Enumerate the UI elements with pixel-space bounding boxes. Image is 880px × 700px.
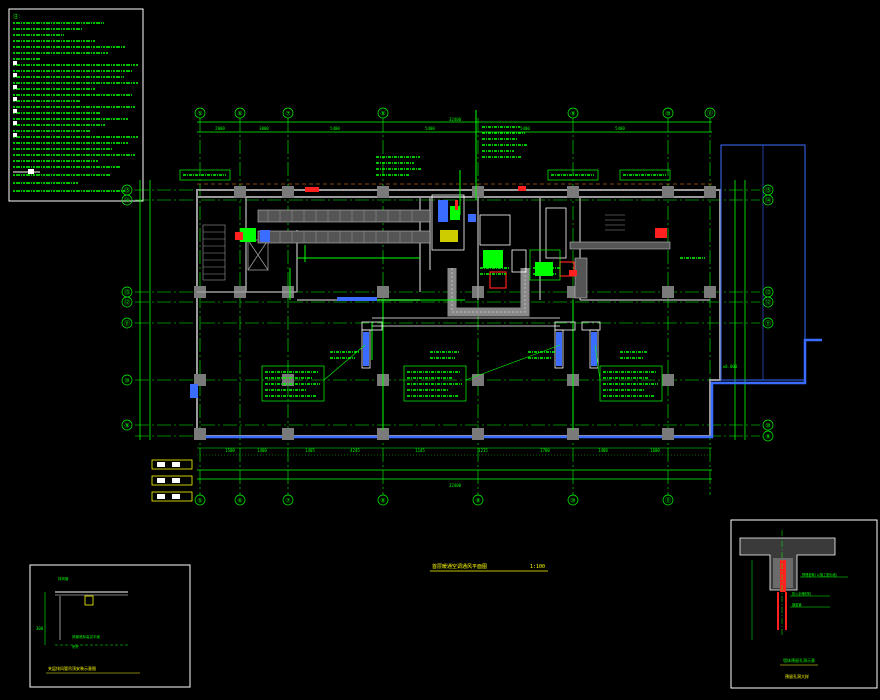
dim-text: 1215 (478, 448, 488, 453)
grid-bubbles-left: ⑮ ⑭ ⑬ ⑫ ⑪ ⑩ ⑨ (121, 184, 133, 431)
grid-label: ⑭ (765, 197, 771, 205)
equipment-room (235, 194, 667, 289)
drawing-scale: 1:100 (530, 564, 545, 570)
dim-text: 1405 (305, 448, 315, 453)
grid-label: ⑤ (197, 111, 202, 118)
grid-label: ⑪ (707, 110, 713, 118)
grid-label: ⑨ (124, 423, 129, 430)
grid-label: ⑨ (570, 111, 575, 118)
detail-right: 预埋套管(以施工图为准) 防火封堵材料 钢套管 墙体预留孔洞示意 预留孔洞大样 (730, 519, 878, 689)
detail-note: 预埋套管(以施工图为准) (802, 572, 838, 577)
dim-text: 3000 (259, 126, 269, 131)
drawing-title: 首层暖通空调通风平面图 (432, 563, 487, 570)
detail-left: 300 排风管 风管底标高见平面 吊杆 夹层排风管吊顶安装示意图 (29, 564, 191, 688)
dim-text: 1145 (415, 448, 425, 453)
dim-text: 1600 (650, 448, 660, 453)
grid-label: ⑬ (765, 289, 771, 297)
grid-label: ⑥ (237, 111, 242, 118)
dim-text: 1400 (598, 448, 608, 453)
exhaust-duct-upper (257, 209, 431, 244)
overall-dim-bottom: 32400 (449, 483, 462, 488)
overall-dim: 32400 (449, 117, 462, 122)
grid-label: ⑧ (380, 498, 385, 505)
elevation-note: ±0.000 (723, 364, 738, 369)
dim-text: 5400 (425, 126, 435, 131)
grid-bubbles-right: ⑮ ⑭ ⑬ ⑫ ⑪ ⑩ ⑨ (762, 184, 774, 442)
grid-label: ⑮ (765, 187, 771, 195)
grid-label: ⑩ (765, 423, 770, 430)
detail-left-title: 夹层排风管吊顶安装示意图 (48, 665, 96, 671)
detail-right-title: 墙体预留孔洞示意 (783, 657, 815, 663)
grid-label: ⑦ (285, 498, 290, 505)
grid-label: ⑮ (124, 187, 130, 195)
grid-label: ⑪ (765, 320, 771, 328)
grid-label: ⑫ (124, 299, 130, 307)
detail-note: 吊杆 (72, 644, 79, 649)
grid-label: ⑪ (665, 497, 671, 505)
grid-label: ⑫ (765, 299, 771, 307)
detail-note: 风管底标高见平面 (72, 634, 100, 639)
grid-label: ⑤ (197, 498, 202, 505)
grid-label: ⑩ (665, 111, 670, 118)
dim-text: 1400 (257, 448, 267, 453)
grid-bubbles-bottom: ⑤ ⑥ ⑦ ⑧ ⑨ ⑩ ⑪ (194, 494, 674, 506)
dim-text: 2000 (215, 126, 225, 131)
legend-swatches (151, 459, 193, 502)
drawing-title-block: 首层暖通空调通风平面图 1:100 (430, 563, 548, 572)
dim-text: 1700 (540, 448, 550, 453)
grid-label: ⑩ (124, 378, 129, 385)
grid-label: ⑭ (124, 197, 130, 205)
grid-label: ⑧ (380, 111, 385, 118)
grid-label: ⑨ (475, 498, 480, 505)
main-plan: ⑤ ⑥ ⑦ ⑧ ⑨ ⑩ ⑪ ⑤ ⑥ ⑦ ⑧ ⑨ ⑩ ⑪ (121, 107, 822, 506)
dim-text: 4245 (350, 448, 360, 453)
grid-label: ⑨ (765, 434, 770, 441)
dim-text: 1500 (225, 448, 235, 453)
equipment-annotations (179, 126, 705, 402)
notes-title: 注： (13, 13, 23, 20)
grid-bubbles-top: ⑤ ⑥ ⑦ ⑧ ⑨ ⑩ ⑪ (194, 107, 716, 119)
detail-note: 钢套管 (792, 602, 802, 607)
detail-right-subtitle: 预留孔洞大样 (785, 673, 809, 679)
grid-label: ⑥ (237, 498, 242, 505)
grid-label: ⑦ (285, 111, 290, 118)
grid-label: ⑪ (124, 320, 130, 328)
dim-text: 5400 (520, 126, 530, 131)
general-notes-box: 注： (8, 8, 144, 202)
grid-label: ⑬ (124, 289, 130, 297)
detail-left-dim: 300 (36, 626, 44, 631)
detail-note: 排风管 (58, 576, 69, 581)
dim-text: 5400 (615, 126, 625, 131)
dim-text: 5400 (330, 126, 340, 131)
detail-note: 防火封堵材料 (792, 591, 812, 596)
grid-label: ⑩ (570, 498, 575, 505)
